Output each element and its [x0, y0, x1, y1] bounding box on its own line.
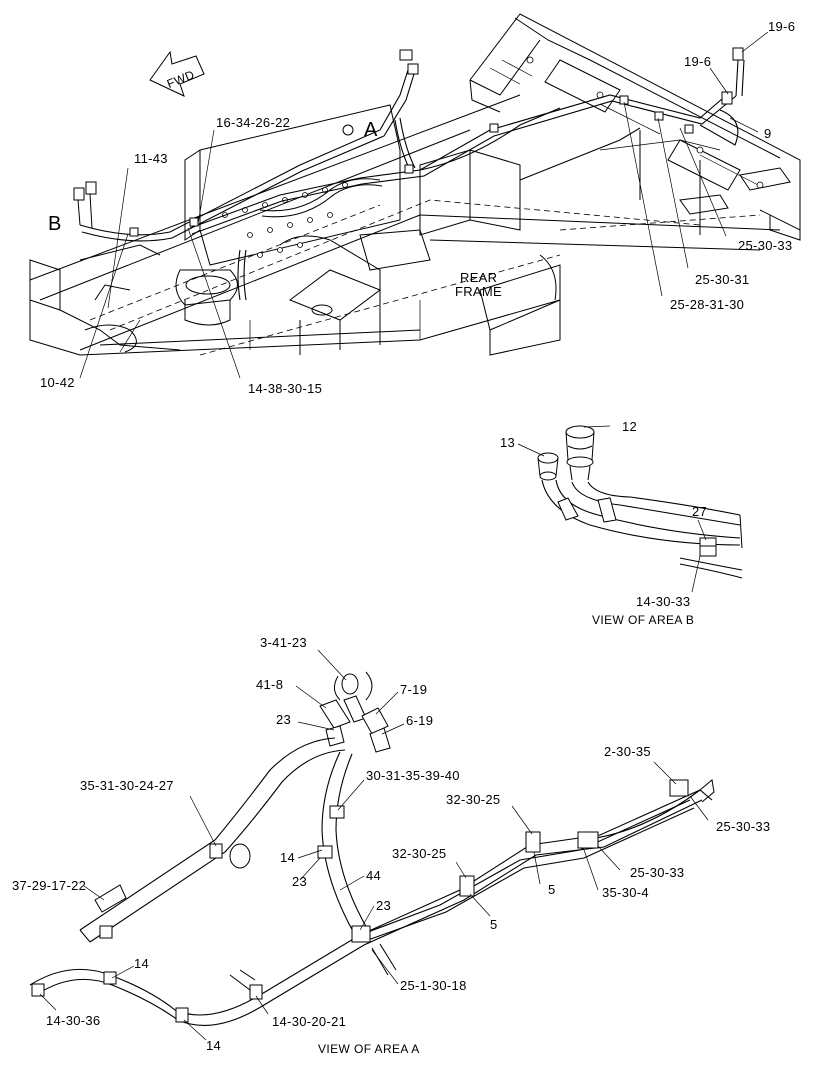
hose-fittings-main — [73, 47, 744, 237]
view-area-b-drawing — [517, 425, 743, 593]
callout-9: 9 — [764, 126, 772, 141]
callout-37-29-17-22: 37-29-17-22 — [12, 878, 86, 893]
rear-frame-label-line1: REAR — [460, 270, 497, 285]
callout-32-30-25-lower: 32-30-25 — [392, 846, 446, 861]
callout-25-30-33-lower: 25-30-33 — [630, 865, 684, 880]
callout-5-right: 5 — [548, 882, 556, 897]
callout-13: 13 — [500, 435, 515, 450]
callout-23-mid: 23 — [292, 874, 307, 889]
callout-14-mid: 14 — [280, 850, 295, 865]
view-marker-b: B — [48, 213, 61, 235]
callout-14-30-36: 14-30-36 — [46, 1013, 100, 1028]
callout-14-30-20-21: 14-30-20-21 — [272, 1014, 346, 1029]
callout-32-30-25-upper: 32-30-25 — [446, 792, 500, 807]
callout-12: 12 — [622, 419, 637, 434]
fwd-arrow: FWD — [149, 50, 205, 97]
main-leaders — [79, 31, 769, 379]
callout-14-left: 14 — [134, 956, 149, 971]
callout-3-41-23: 3-41-23 — [260, 635, 307, 650]
callout-14-bottom: 14 — [206, 1038, 221, 1053]
callout-35-30-4: 35-30-4 — [602, 885, 649, 900]
callout-5-left: 5 — [490, 917, 498, 932]
callout-19-6: 19-6 — [684, 54, 711, 69]
view-area-b-caption: VIEW OF AREA B — [592, 613, 694, 627]
callout-25-28-31-30: 25-28-31-30 — [670, 297, 744, 312]
callout-19-6-top: 19-6 — [768, 19, 795, 34]
callout-27: 27 — [692, 504, 707, 519]
callout-25-1-30-18: 25-1-30-18 — [400, 978, 467, 993]
callout-23-upper: 23 — [276, 712, 291, 727]
callout-30-31-35-39-40: 30-31-35-39-40 — [366, 768, 460, 783]
callout-23-lower: 23 — [376, 898, 391, 913]
view-area-a-caption: VIEW OF AREA A — [318, 1042, 420, 1056]
callout-10-42: 10-42 — [40, 375, 75, 390]
rear-frame-label-line2: FRAME — [455, 284, 502, 299]
callout-14-38-30-15: 14-38-30-15 — [248, 381, 322, 396]
hose-lines-main — [79, 59, 745, 301]
callout-25-30-33-main: 25-30-33 — [738, 238, 792, 253]
callout-14-30-33: 14-30-33 — [636, 594, 690, 609]
callout-25-30-31: 25-30-31 — [695, 272, 749, 287]
callout-6-19: 6-19 — [406, 713, 433, 728]
callout-41-8: 41-8 — [256, 677, 283, 692]
callout-16-34-26-22: 16-34-26-22 — [216, 115, 290, 130]
callout-44: 44 — [366, 868, 381, 883]
view-marker-a: A — [364, 119, 378, 141]
callout-2-30-35: 2-30-35 — [604, 744, 651, 759]
view-area-a-drawing — [29, 649, 715, 1041]
callout-7-19: 7-19 — [400, 682, 427, 697]
callout-25-30-33-right: 25-30-33 — [716, 819, 770, 834]
rear-frame-drawing — [29, 13, 801, 356]
callout-35-31-30-24-27: 35-31-30-24-27 — [80, 778, 174, 793]
callout-11-43: 11-43 — [134, 151, 168, 166]
